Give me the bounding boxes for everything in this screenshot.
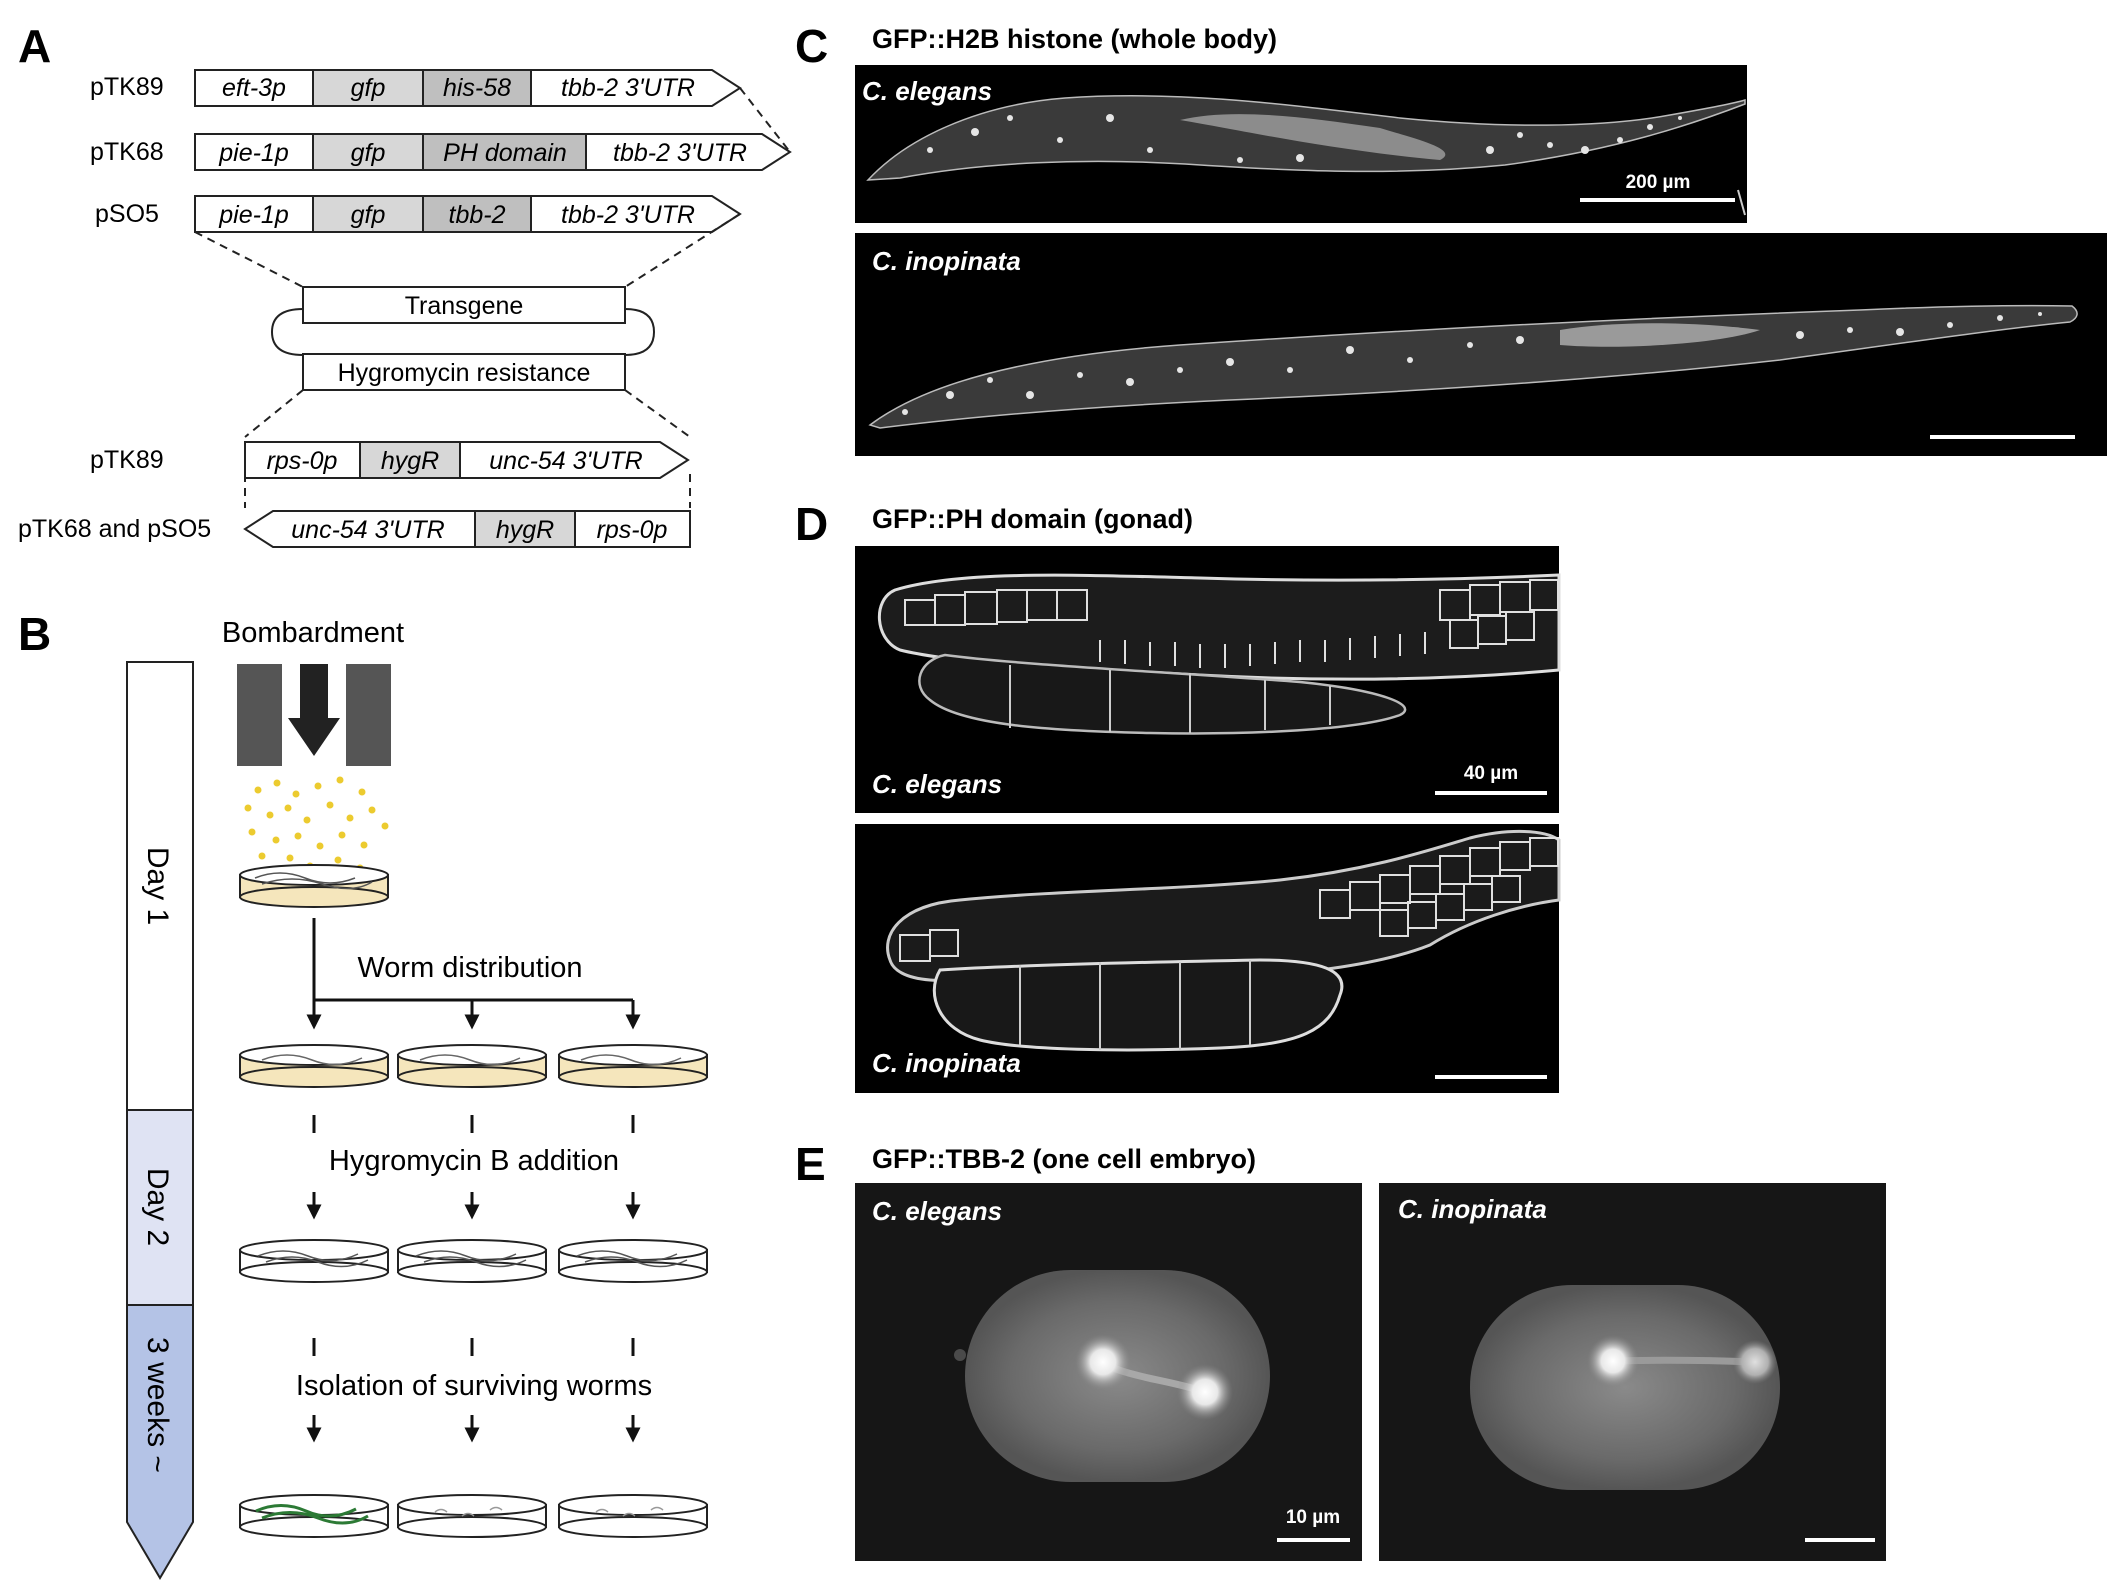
panel-d-image-elegans: [855, 546, 1561, 813]
cassette-2-part-3: rps-0p: [597, 516, 668, 544]
construct-1-promoter: eft-3p: [222, 74, 286, 102]
panel-e-image-inopinata: [1379, 1183, 1886, 1561]
panel-e-species-inopinata: C. inopinata: [1398, 1194, 1547, 1224]
gfp-positive-worms: [255, 1504, 369, 1525]
panel-d-title: GFP::PH domain (gonad): [872, 504, 1193, 534]
panel-letter-e: E: [795, 1138, 826, 1190]
dishes-row-3: [239, 1239, 708, 1283]
gun-holder-left: [237, 664, 282, 766]
panel-c-species-elegans: C. elegans: [862, 76, 992, 106]
construct-2-gfp: gfp: [351, 139, 386, 167]
construct-3-fusion: tbb-2: [449, 201, 506, 229]
construct-1-utr: tbb-2 3'UTR: [561, 74, 695, 102]
cassette-1-part-1: rps-0p: [267, 447, 338, 475]
construct-1-gfp: gfp: [351, 74, 386, 102]
dishes-row-4: [239, 1494, 708, 1538]
panel-c-image-elegans: [855, 65, 1747, 223]
plasmid-diagram: Transgene Hygromycin resistance: [270, 286, 656, 391]
construct-name-3: pSO5: [95, 200, 159, 228]
panel-c-title: GFP::H2B histone (whole body): [872, 24, 1277, 54]
panel-d-species-inopinata: C. inopinata: [872, 1048, 1021, 1078]
gun-holder-right: [346, 664, 391, 766]
bombardment-arrow: [288, 664, 340, 756]
bombardment-label: Bombardment: [222, 617, 404, 649]
construct-3-gfp: gfp: [351, 201, 386, 229]
timeline-day2-label: Day 2: [141, 1168, 174, 1246]
panel-d-species-elegans: C. elegans: [872, 769, 1002, 799]
timeline-day1-label: Day 1: [141, 847, 174, 925]
cassette-2-part-1: unc-54 3'UTR: [291, 516, 444, 544]
construct-3-promoter: pie-1p: [218, 201, 289, 229]
construct-2-fusion: PH domain: [443, 139, 567, 167]
panel-e-species-elegans: C. elegans: [872, 1196, 1002, 1226]
construct-name-2: pTK68: [90, 138, 164, 166]
panel-letter-b: B: [18, 608, 51, 660]
dish-bombarded: [239, 864, 389, 908]
panel-e-scale-label: 10 µm: [1286, 1507, 1340, 1528]
panel-letter-c: C: [795, 20, 828, 72]
panel-e-title: GFP::TBB-2 (one cell embryo): [872, 1144, 1256, 1174]
panel-d-image-inopinata: [855, 824, 1561, 1093]
dishes-row-2: [239, 1044, 708, 1088]
plasmid-resistance-label: Hygromycin resistance: [338, 359, 591, 387]
cassette-1-part-3: unc-54 3'UTR: [489, 447, 642, 475]
timeline-weeks: [126, 1304, 194, 1580]
cassette-1-part-2: hygR: [381, 447, 439, 475]
panel-a-constructs: pTK89 eft-3p gfp his-58 tbb-2 3'UTR pTK6…: [18, 69, 792, 548]
panel-e-image-elegans: [855, 1183, 1362, 1561]
construct-2-utr: tbb-2 3'UTR: [613, 139, 747, 167]
isolation-label: Isolation of surviving worms: [296, 1370, 652, 1402]
cassette-2-part-2: hygR: [496, 516, 554, 544]
plasmid-transgene-label: Transgene: [405, 292, 524, 320]
construct-name-1: pTK89: [90, 73, 164, 101]
panel-c-scale-label: 200 µm: [1626, 172, 1691, 193]
construct-3-utr: tbb-2 3'UTR: [561, 201, 695, 229]
gold-particles: [244, 776, 389, 872]
hygromycin-label: Hygromycin B addition: [329, 1145, 619, 1177]
panel-letter-a: A: [18, 20, 51, 72]
panel-c-image-inopinata: [855, 233, 2107, 456]
timeline-weeks-label: 3 weeks ~: [141, 1337, 174, 1473]
panel-b-workflow: Day 1 Day 2 3 weeks ~ Bombardment Worm d…: [126, 617, 708, 1580]
panel-letter-d: D: [795, 498, 828, 550]
panel-c-species-inopinata: C. inopinata: [872, 246, 1021, 276]
cassette-name-2: pTK68 and pSO5: [18, 515, 211, 543]
construct-1-fusion: his-58: [443, 74, 511, 102]
construct-2-promoter: pie-1p: [218, 139, 289, 167]
panel-d-scale-label: 40 µm: [1464, 763, 1518, 784]
distribution-label: Worm distribution: [357, 952, 582, 984]
cassette-name-1: pTK89: [90, 446, 164, 474]
